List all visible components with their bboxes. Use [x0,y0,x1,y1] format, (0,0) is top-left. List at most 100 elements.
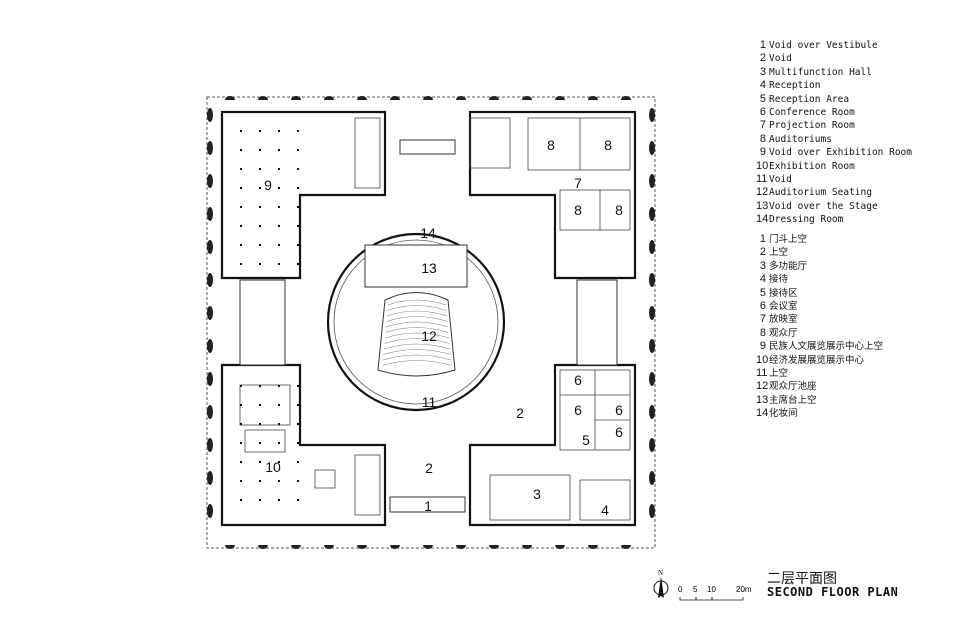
column [240,187,242,189]
fin [225,96,235,100]
seat-row [387,305,447,311]
column [297,168,299,170]
column [259,499,261,501]
legend-number: 12 [756,380,769,393]
legend-number: 8 [759,326,766,339]
column [240,442,242,444]
seat-row [387,299,447,306]
column [278,149,280,151]
legend-number: 12 [756,186,769,199]
column [259,168,261,170]
legend-number: 9 [759,146,766,159]
fin [649,108,655,122]
legend-text: 民族人文展览展示中心上空 [769,341,884,353]
room-label: 13 [421,260,437,276]
fin [456,545,466,549]
room-label: 9 [264,177,272,193]
room-label: 6 [615,402,623,418]
legend-text: Exhibition Room [769,160,855,172]
column [278,206,280,208]
legend-number: 13 [756,393,769,406]
column [278,263,280,265]
fin [423,545,433,549]
legend-text: 上空 [769,368,789,380]
svg-text:0: 0 [678,585,683,594]
column [240,461,242,463]
fin [207,438,213,452]
block-southwest [220,363,387,527]
fin [649,438,655,452]
column [259,423,261,425]
seat-row [385,327,449,333]
legend-text: 主席台上空 [769,394,817,406]
legend-text: Multifunction Hall [769,66,872,78]
legend-number: 14 [756,407,769,420]
fin [207,504,213,518]
fin [522,545,532,549]
room-label: 6 [574,372,582,388]
seat-row [385,321,449,328]
fin [207,174,213,188]
column [297,442,299,444]
fin [207,339,213,353]
column [278,187,280,189]
column [259,206,261,208]
fin [555,96,565,100]
svg-text:5: 5 [693,585,698,594]
column [259,244,261,246]
column [278,244,280,246]
column [259,263,261,265]
legend-number: 11 [756,173,768,186]
room-label: 2 [516,405,524,421]
column [297,480,299,482]
legend-text: 接待 [769,274,789,286]
legend-text: 上空 [769,247,789,259]
legend-number: 3 [759,259,766,272]
legend-number: 5 [759,92,766,105]
legend-number: 1 [759,39,766,51]
legend-text: Void [769,174,792,186]
fin [522,96,532,100]
building-blocks [220,110,637,527]
fin [324,545,334,549]
legend-item: 10Exhibition Room [756,160,912,173]
column [240,130,242,132]
stage [364,244,468,288]
fin [207,273,213,287]
room-label: 8 [604,137,612,153]
legend-number: 13 [756,199,769,212]
legend-text: Void over Exhibition Room [769,147,912,159]
legend-number: 10 [756,159,769,172]
column [259,480,261,482]
legend-text: 化妆间 [769,408,798,420]
room-label: 1 [424,498,432,514]
fin [390,545,400,549]
fin [649,372,655,386]
room-label: 8 [574,202,582,218]
column [278,385,280,387]
fin [357,545,367,549]
legend-text: Reception [769,80,821,92]
seat-row [382,354,452,361]
legend-number: 2 [759,246,766,259]
legend-text: 观众厅池座 [769,381,817,393]
column [278,442,280,444]
room-label: 3 [533,486,541,502]
column [259,404,261,406]
column [297,385,299,387]
fin [649,273,655,287]
